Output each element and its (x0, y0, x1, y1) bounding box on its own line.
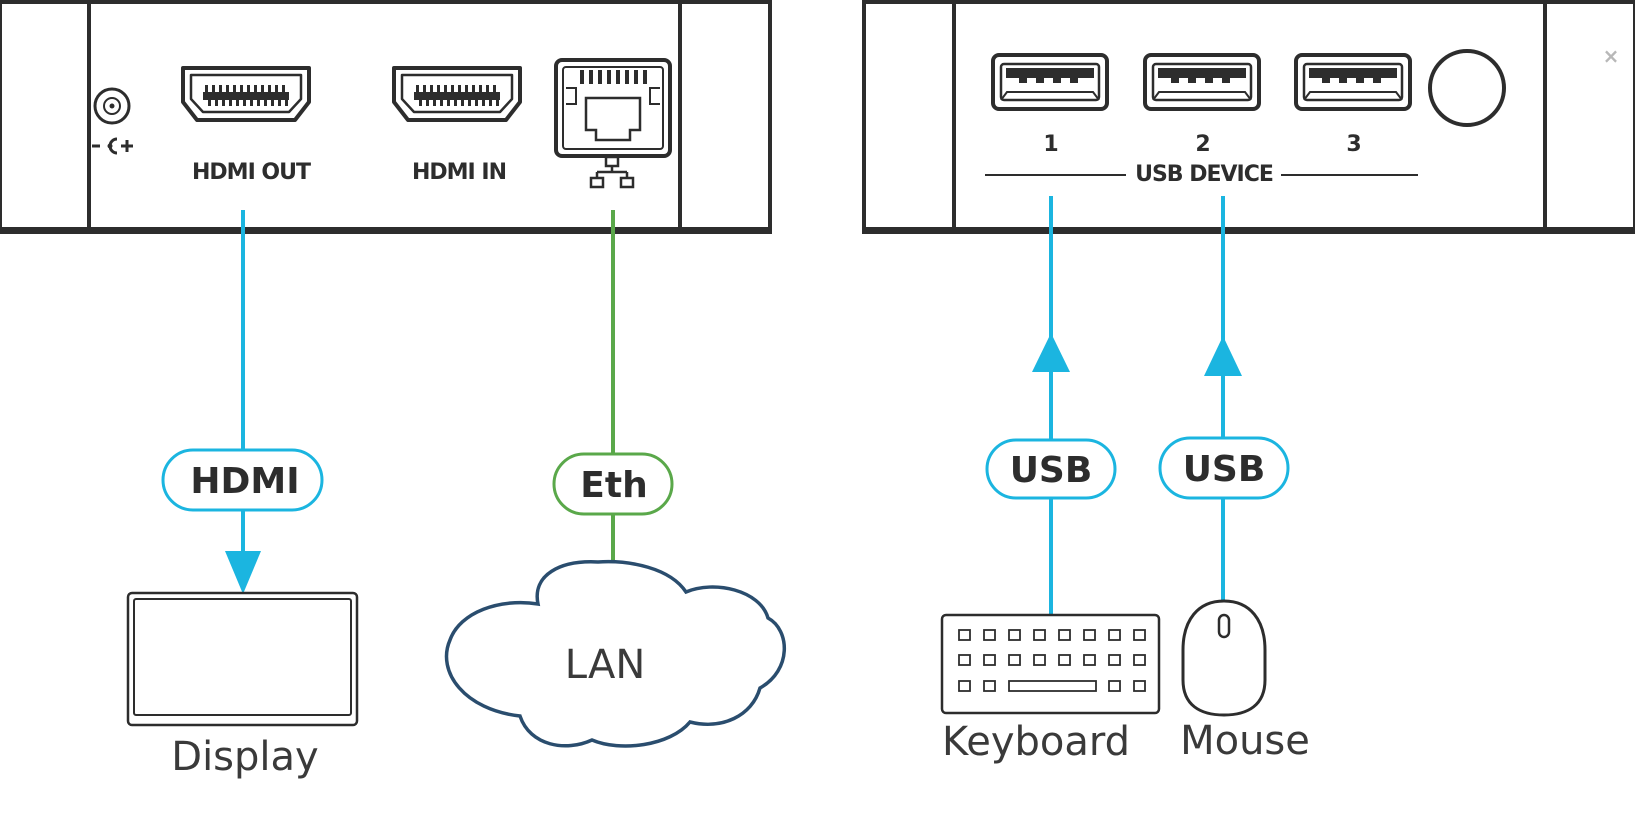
lan-label: LAN (565, 642, 646, 688)
close-icon[interactable]: × (1603, 44, 1620, 68)
hdmi-out-port (181, 66, 311, 122)
left-device-panel (0, 0, 772, 234)
keyboard-label: Keyboard (942, 719, 1130, 765)
hdmi-in-label: HDMI IN (412, 160, 506, 185)
keyboard-usb-tag: USB (985, 438, 1117, 500)
lan-cloud-icon (444, 559, 787, 748)
usb-device-label: USB DEVICE (1135, 162, 1273, 187)
usb-port-number-2: 2 (1195, 132, 1210, 157)
eth-cable-tag-label: Eth (580, 465, 647, 506)
usb-port-3 (1294, 53, 1412, 111)
display-device-icon (126, 591, 359, 727)
keyboard-device-icon (940, 613, 1161, 715)
keyboard-usb-tag-label: USB (1010, 450, 1093, 491)
ethernet-port (554, 58, 672, 158)
mouse-usb-tag-label: USB (1183, 449, 1266, 490)
mouse-device-icon (1181, 599, 1267, 717)
hdmi-in-port (392, 66, 522, 122)
right-device-panel (862, 0, 1635, 234)
hdmi-cable-tag: HDMI (161, 448, 324, 512)
mouse-label: Mouse (1180, 718, 1310, 764)
usb-port-number-3: 3 (1346, 132, 1361, 157)
dc-power-jack-icon (92, 87, 133, 155)
display-label: Display (171, 734, 318, 780)
round-button-icon (1428, 49, 1506, 127)
usb-port-2 (1143, 53, 1261, 111)
mouse-usb-cable (1204, 196, 1242, 604)
usb-port-number-1: 1 (1043, 132, 1058, 157)
hdmi-cable-tag-label: HDMI (190, 461, 299, 502)
hdmi-out-label: HDMI OUT (192, 160, 311, 185)
mouse-usb-tag: USB (1158, 436, 1290, 500)
network-symbol-icon (589, 155, 635, 189)
hdmi-cable (225, 210, 261, 594)
keyboard-usb-cable (1032, 196, 1070, 618)
usb-port-1 (991, 53, 1109, 111)
eth-cable-tag: Eth (552, 452, 674, 516)
